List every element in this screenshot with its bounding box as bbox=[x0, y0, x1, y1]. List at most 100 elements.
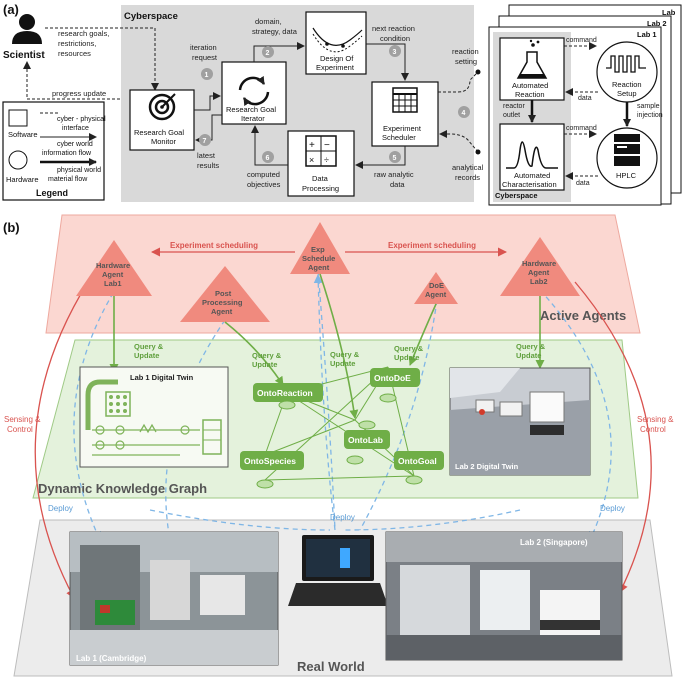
computed-objectives-1: computed bbox=[247, 170, 280, 179]
qu-post-2: Update bbox=[252, 360, 277, 369]
legend-item-1a: cyber - physical bbox=[57, 116, 106, 123]
iteration-request-arrow bbox=[194, 92, 221, 111]
hw-lab2-1: Hardware bbox=[522, 259, 556, 268]
onto-lab-node: OntoLab bbox=[344, 430, 390, 449]
panel-b: (b) Real World Dynamic Knowledge Graph A… bbox=[3, 214, 674, 677]
active-agents-label: Active Agents bbox=[540, 308, 626, 323]
sensing-right-1: Sensing & bbox=[637, 415, 674, 424]
processing-to-iterator-arrow bbox=[251, 125, 288, 166]
step-7: 7 bbox=[203, 138, 207, 145]
lab1-digital-twin: Lab 1 Digital Twin bbox=[79, 366, 229, 468]
qu-doe-2: Update bbox=[394, 353, 419, 362]
iterator-to-doe-arrow bbox=[253, 42, 305, 62]
reaction-setting-1: reaction bbox=[452, 47, 479, 56]
step-5: 5 bbox=[393, 155, 397, 162]
scientist-label: Scientist bbox=[3, 50, 45, 61]
lab2-photo-label: Lab 2 (Singapore) bbox=[520, 538, 588, 547]
lab-stack-front-label: Lab 1 bbox=[637, 30, 657, 39]
onto-doe-label: OntoDoE bbox=[374, 373, 411, 383]
raw-analytic-2: data bbox=[390, 180, 405, 189]
onto-species-node: OntoSpecies bbox=[240, 451, 304, 470]
research-goal-monitor-box: Research Goal Monitor bbox=[129, 89, 195, 151]
onto-reaction-node: OntoReaction bbox=[253, 383, 323, 402]
next-reaction-1: next reaction bbox=[372, 24, 415, 33]
deploy-right: Deploy bbox=[600, 504, 625, 513]
onto-goal-node: OntoGoal bbox=[394, 451, 444, 470]
doe-agent-2: Agent bbox=[425, 290, 447, 299]
hw-lab1-2: Agent bbox=[102, 270, 124, 279]
legend-item-1b: interface bbox=[62, 125, 89, 132]
query-update-arrows bbox=[109, 273, 545, 419]
legend-hardware-icon bbox=[8, 150, 28, 170]
dkg-label: Dynamic Knowledge Graph bbox=[38, 481, 207, 496]
post-proc-1: Post bbox=[215, 289, 232, 298]
legend-software-icon bbox=[8, 109, 28, 127]
doe-label-2: Experiment bbox=[316, 63, 355, 72]
onto-lab-label: OntoLab bbox=[348, 435, 383, 445]
qu-hw2-1: Query & bbox=[516, 342, 546, 351]
hw-lab1-1: Hardware bbox=[96, 261, 130, 270]
next-reaction-2: condition bbox=[380, 34, 410, 43]
svg-text:−: − bbox=[324, 140, 330, 151]
design-of-experiment-box: Design Of Experiment bbox=[305, 11, 367, 75]
doe-to-scheduler-arrow bbox=[366, 43, 409, 81]
domain-strategy-2: strategy, data bbox=[252, 27, 298, 36]
data2-label: data bbox=[576, 180, 590, 187]
legend-hardware: Hardware bbox=[6, 175, 39, 184]
lab2-digital-twin: Lab 2 Digital Twin bbox=[449, 367, 591, 476]
lab1-photo-label: Lab 1 (Cambridge) bbox=[76, 654, 147, 663]
sensing-control-left bbox=[34, 281, 89, 599]
command1-label: command bbox=[566, 37, 597, 44]
scheduler-label-2: Scheduler bbox=[382, 133, 416, 142]
scientist-to-monitor-arrow bbox=[45, 27, 159, 91]
step-3: 3 bbox=[393, 49, 397, 56]
reactor-outlet-2: outlet bbox=[503, 112, 520, 119]
deploy-left: Deploy bbox=[48, 504, 73, 513]
onto-goal-label: OntoGoal bbox=[398, 456, 437, 466]
qu-exp-1: Query & bbox=[330, 350, 360, 359]
sensing-right-2: Control bbox=[640, 425, 666, 434]
reactor-outlet-1: reactor bbox=[503, 103, 525, 110]
reaction-setting-2: setting bbox=[455, 57, 477, 66]
onto-reaction-label: OntoReaction bbox=[257, 388, 313, 398]
reaction-setup-1: Reaction bbox=[612, 80, 642, 89]
monitor-label-2: Monitor bbox=[151, 137, 177, 146]
scheduler-label-1: Experiment bbox=[383, 124, 422, 133]
scheduler-to-processing-arrow bbox=[355, 146, 406, 169]
qu-hw1-1: Query & bbox=[134, 342, 164, 351]
lab2-photo: Lab 2 (Singapore) bbox=[385, 531, 623, 661]
computed-objectives-2: objectives bbox=[247, 180, 281, 189]
auto-char-2: Characterisation bbox=[502, 180, 557, 189]
ontology-points bbox=[256, 393, 423, 489]
analytical-records-1: analytical bbox=[452, 163, 484, 172]
exp-sched-2: Schedule bbox=[302, 254, 335, 263]
lab1-twin-label: Lab 1 Digital Twin bbox=[130, 373, 194, 382]
svg-text:×: × bbox=[309, 155, 314, 165]
step-1: 1 bbox=[205, 72, 209, 79]
legend-item-3b: material flow bbox=[48, 176, 88, 183]
real-world-label: Real World bbox=[297, 659, 365, 674]
qu-exp-2: Update bbox=[330, 359, 355, 368]
exp-sched-3: Agent bbox=[308, 263, 330, 272]
doe-label-1: Design Of bbox=[320, 54, 354, 63]
step-6: 6 bbox=[266, 155, 270, 162]
command2-label: command bbox=[566, 125, 597, 132]
deploy-center: Deploy bbox=[330, 513, 355, 522]
step-4: 4 bbox=[462, 110, 466, 117]
panel-b-label: (b) bbox=[3, 220, 20, 235]
exp-sched-left-label: Experiment scheduling bbox=[170, 241, 258, 250]
post-proc-3: Agent bbox=[211, 307, 233, 316]
monitor-label-1: Research Goal bbox=[134, 128, 184, 137]
sensing-control-right bbox=[574, 281, 652, 593]
iterator-label-1: Research Goal bbox=[226, 105, 276, 114]
hardware-agent-lab1: Hardware Agent Lab1 bbox=[76, 240, 152, 296]
lab-stack-middle-label: Lab 2 bbox=[647, 19, 667, 28]
progress-update-label: progress update bbox=[52, 89, 106, 98]
data-processing-box: + − × ÷ Data Processing bbox=[287, 130, 355, 197]
research-goal-iterator-box: Research Goal Iterator bbox=[221, 61, 287, 125]
qu-hw1-2: Update bbox=[134, 351, 159, 360]
hardware-agent-lab2: Hardware Agent Lab2 bbox=[500, 237, 580, 296]
qu-hw2-2: Update bbox=[516, 351, 541, 360]
progress-update-arrow bbox=[23, 61, 120, 100]
